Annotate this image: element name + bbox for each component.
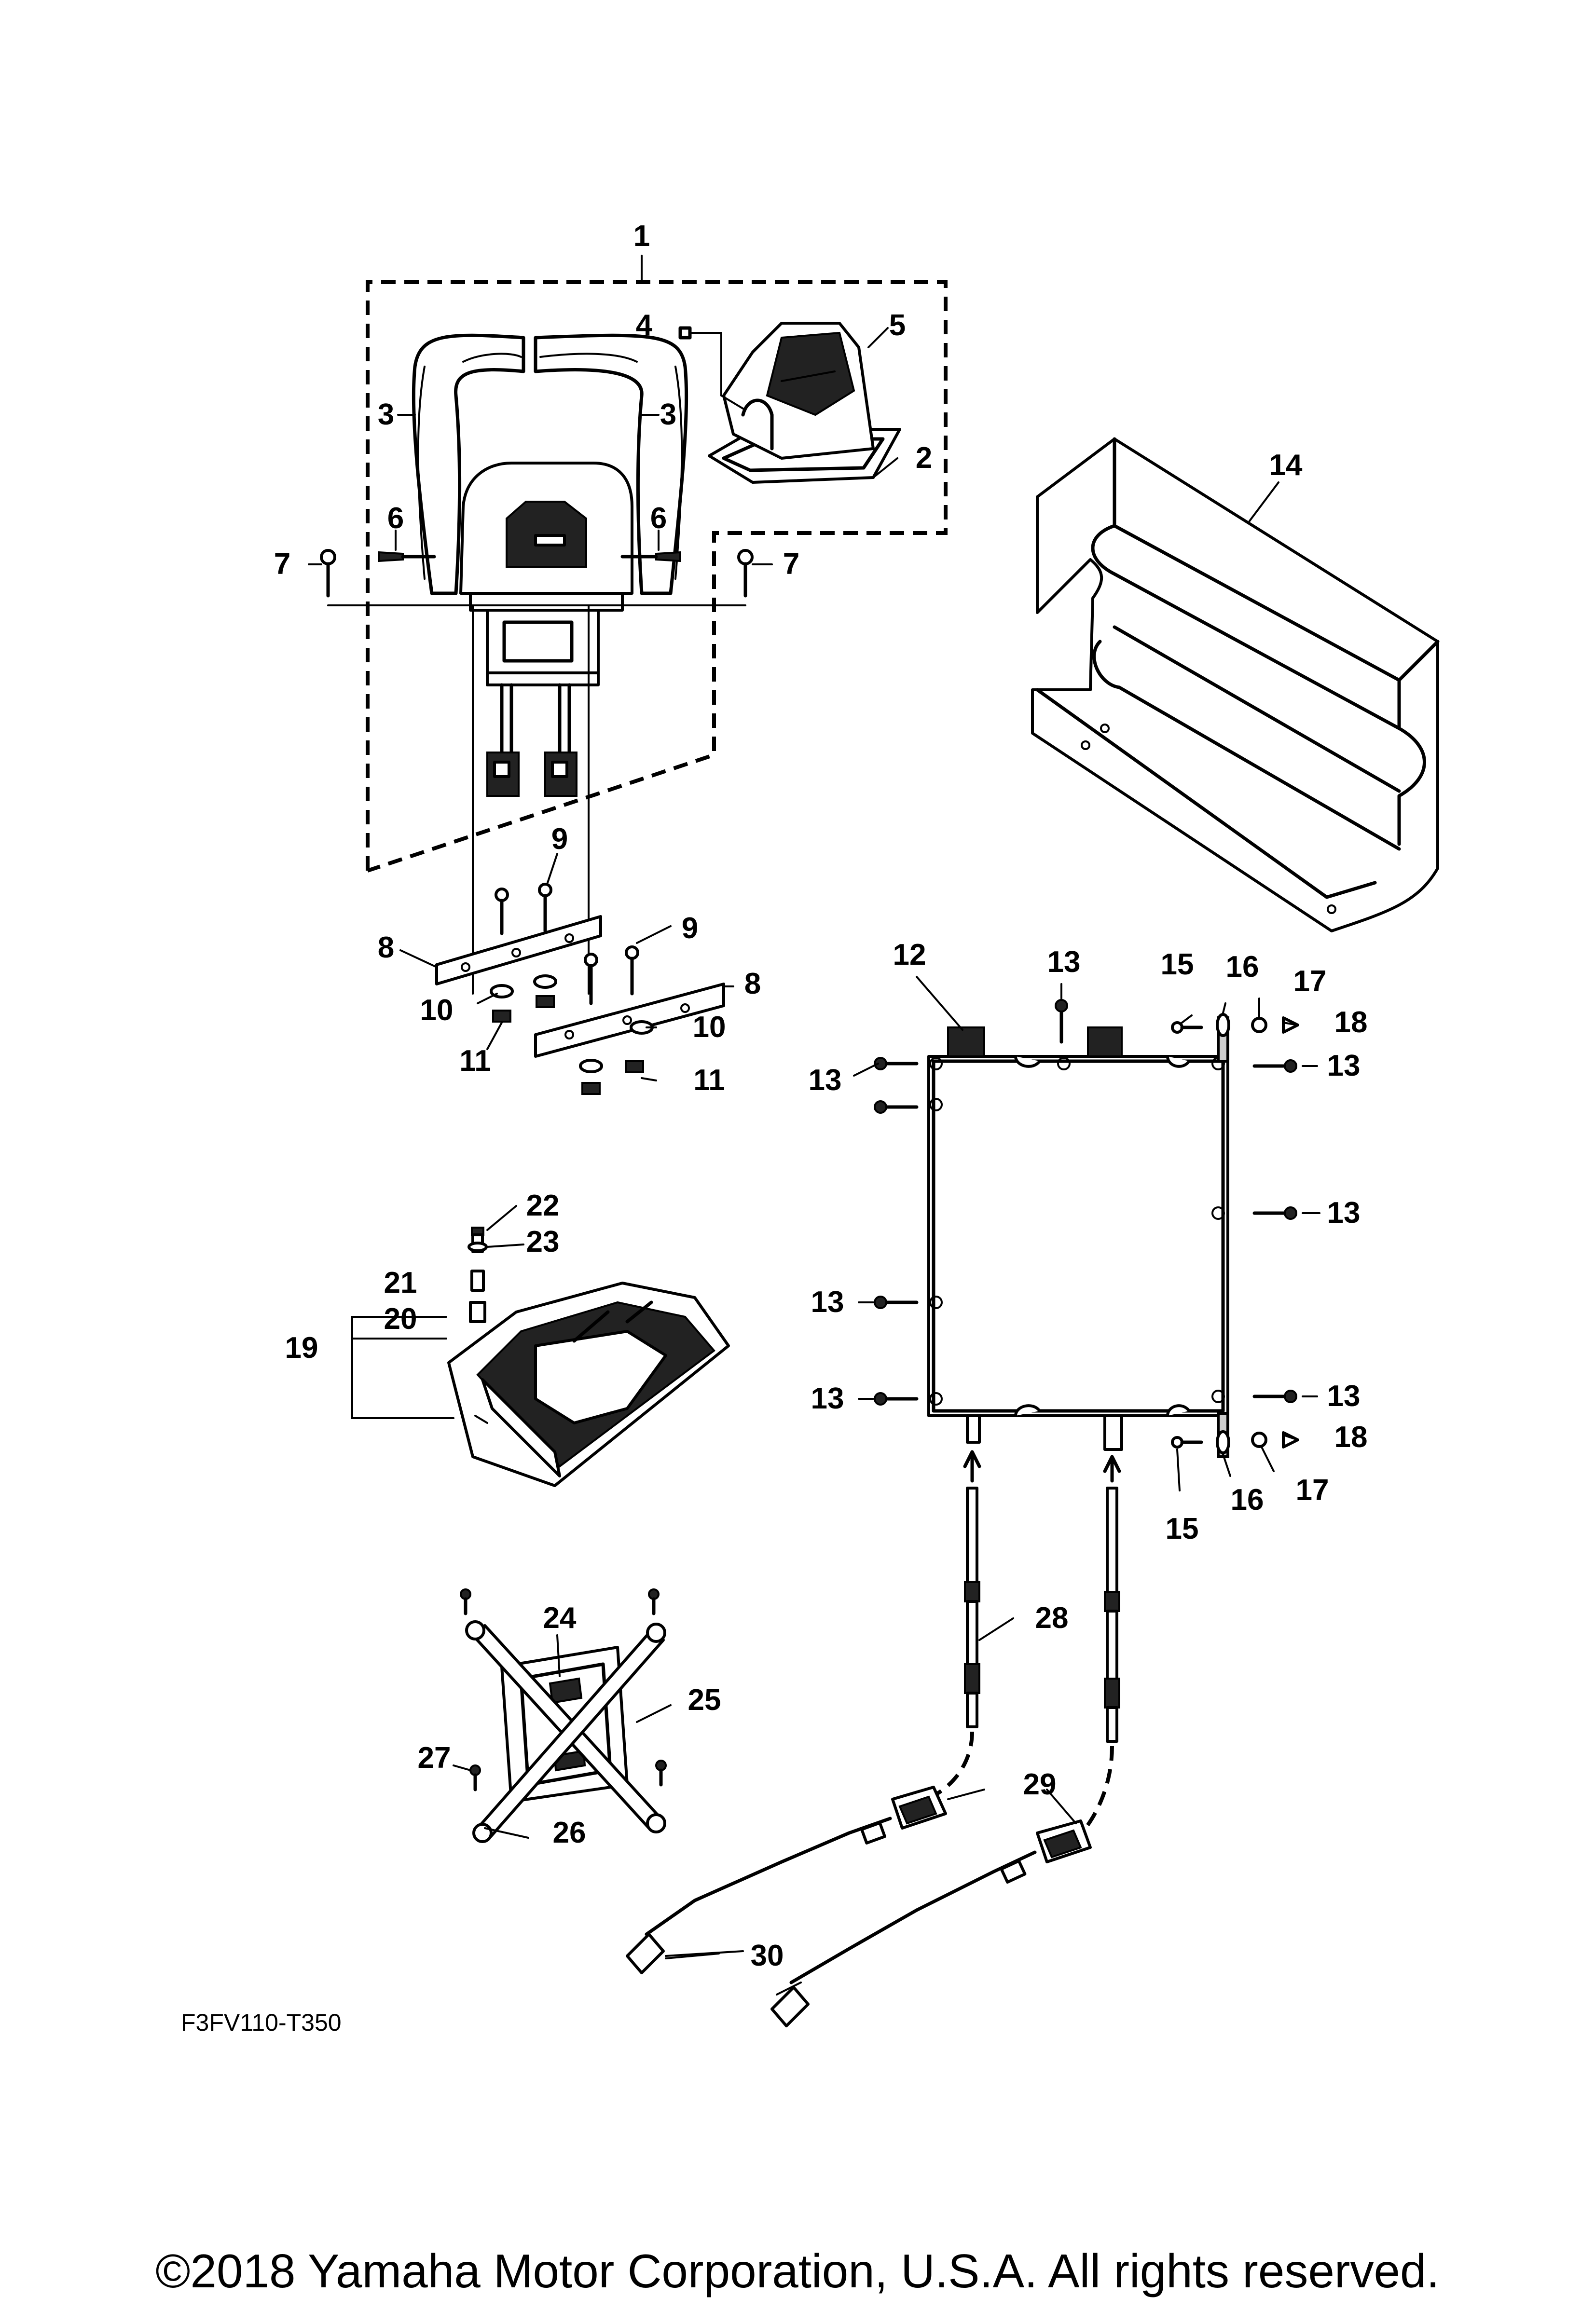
callout-29: 29 (1023, 1768, 1057, 1801)
callout-15b: 15 (1166, 1512, 1199, 1545)
callout-30: 30 (751, 1939, 784, 1972)
callout-5: 5 (889, 309, 906, 342)
callout-8b: 8 (744, 967, 761, 1000)
screws-13 (874, 999, 1297, 1406)
callout-17b: 17 (1296, 1474, 1329, 1507)
callout-3b: 3 (660, 398, 676, 431)
callout-10: 10 (420, 994, 454, 1027)
callout-28: 28 (1035, 1601, 1069, 1635)
remote-control-handle (412, 333, 688, 797)
callout-13g: 13 (1327, 1380, 1361, 1413)
callout-13c: 13 (1327, 1049, 1361, 1082)
callout-9: 9 (551, 822, 568, 856)
bolts-9-washers-10-nuts-11 (490, 883, 654, 1095)
callout-23: 23 (526, 1225, 560, 1258)
callout-13f: 13 (811, 1382, 844, 1415)
callout-26: 26 (553, 1816, 586, 1849)
callout-15: 15 (1161, 948, 1194, 981)
callout-8: 8 (378, 931, 394, 964)
callout-21: 21 (384, 1266, 417, 1299)
callout-22: 22 (526, 1189, 560, 1222)
callout-3: 3 (378, 398, 394, 431)
callout-6b: 6 (650, 502, 667, 535)
callout-25: 25 (688, 1683, 721, 1717)
bracket-plates-8 (435, 915, 725, 1058)
part-19-control-unit (351, 1227, 730, 1487)
callout-13d: 13 (1327, 1196, 1361, 1230)
callout-7: 7 (274, 547, 290, 581)
callout-16b: 16 (1231, 1483, 1264, 1517)
part-5-cover (678, 322, 901, 484)
callout-12: 12 (893, 938, 926, 971)
callout-11b: 11 (693, 1064, 725, 1097)
callout-6: 6 (387, 502, 404, 535)
callout-18: 18 (1334, 1006, 1368, 1039)
leader-lines (308, 327, 1320, 1959)
callout-13e: 13 (811, 1285, 844, 1319)
callout-14: 14 (1269, 449, 1303, 482)
part-12-controller-box (927, 1016, 1229, 1458)
callout-13a: 13 (1047, 945, 1081, 979)
part-14-channel-cover (1031, 437, 1440, 932)
callout-labels: 1 2 3 3 4 5 6 6 7 7 8 8 9 9 10 10 11 11 … (274, 219, 1368, 1972)
callout-2: 2 (916, 441, 932, 475)
callout-19: 19 (285, 1331, 318, 1365)
screw-holes (929, 1057, 1225, 1406)
callout-16: 16 (1226, 950, 1259, 984)
callout-1: 1 (633, 219, 650, 253)
callout-11: 11 (459, 1044, 491, 1078)
cables-28-29-30 (626, 1450, 1121, 2027)
copyright-notice: ©2018 Yamaha Motor Corporation, U.S.A. A… (155, 2244, 1440, 2297)
callout-10b: 10 (693, 1011, 726, 1044)
callout-13b: 13 (809, 1064, 842, 1097)
callout-27: 27 (418, 1741, 451, 1775)
part-24-mount-plate (460, 1588, 667, 1843)
callout-4: 4 (636, 309, 653, 342)
callout-9b: 9 (682, 912, 698, 945)
callout-18b: 18 (1334, 1421, 1368, 1454)
diagram-code: F3FV110-T350 (181, 2009, 342, 2036)
callout-24: 24 (543, 1601, 577, 1635)
assembly-1-dashed-outline (366, 255, 948, 873)
callout-17: 17 (1293, 965, 1327, 998)
callout-20: 20 (384, 1302, 417, 1336)
callout-7b: 7 (783, 547, 799, 581)
hardware-15-16-17-18 (1171, 1013, 1299, 1454)
